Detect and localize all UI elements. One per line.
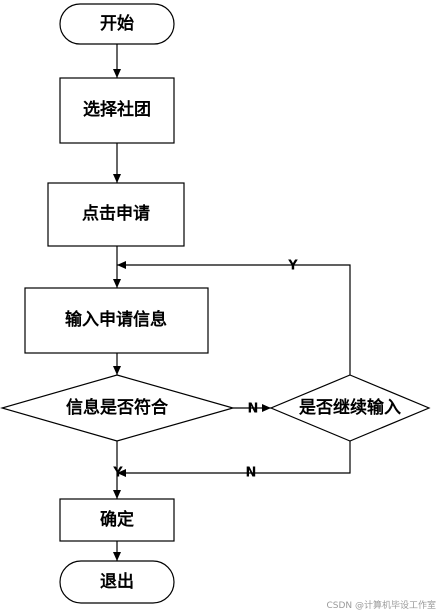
edge-label-continue-no: N: [246, 466, 257, 481]
node-continue-input-label: 是否继续输入: [299, 397, 401, 418]
node-input-info: 输入申请信息: [24, 287, 209, 354]
node-select-club-label: 选择社团: [83, 99, 151, 120]
node-confirm-label: 确定: [100, 509, 134, 530]
node-exit-label: 退出: [100, 571, 134, 592]
edge-label-valid-no: N: [248, 402, 259, 417]
edge-continue-input-yes-loop: [117, 261, 351, 375]
watermark: CSDN @计算机毕设工作室: [326, 599, 436, 611]
node-info-valid-label: 信息是否符合: [66, 397, 169, 418]
node-select-club: 选择社团: [59, 77, 175, 144]
node-exit: 退出: [59, 560, 175, 604]
edges: [113, 44, 351, 561]
node-continue-input: 是否继续输入: [269, 374, 431, 442]
edge-label-loop-yes: Y: [287, 259, 298, 274]
node-start: 开始: [59, 3, 175, 45]
edge-continue-input-no-to-join: [117, 441, 351, 477]
node-confirm: 确定: [59, 498, 175, 542]
node-start-label: 开始: [100, 13, 134, 34]
node-click-apply: 点击申请: [47, 182, 185, 247]
node-click-apply-label: 点击申请: [82, 203, 150, 224]
node-input-info-label: 输入申请信息: [65, 309, 167, 330]
node-info-valid: 信息是否符合: [0, 374, 236, 442]
edge-label-valid-yes: Y: [112, 466, 123, 481]
